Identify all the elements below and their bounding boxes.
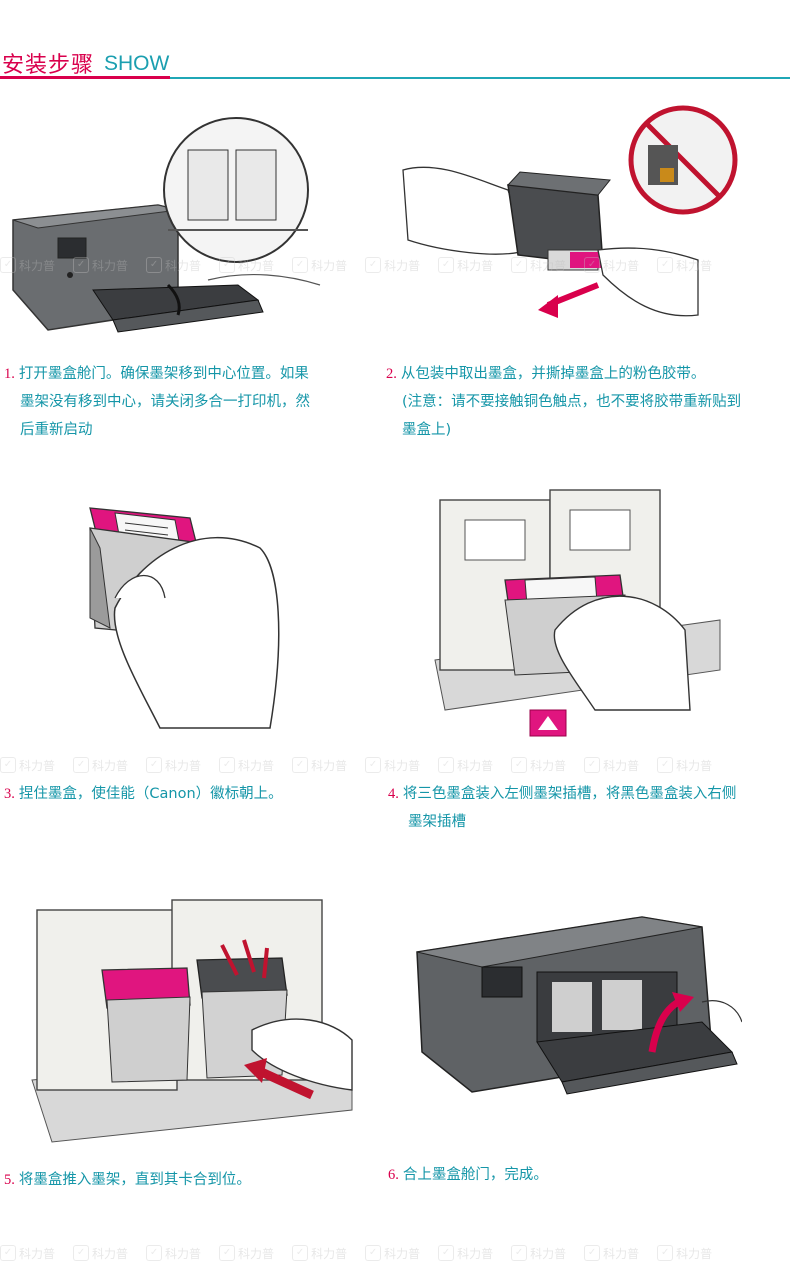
watermark: ✓科力普 — [657, 754, 712, 776]
leaf-logo-icon: ✓ — [365, 1245, 382, 1261]
watermark-row: ✓科力普 ✓科力普 ✓科力普 ✓科力普 ✓科力普 ✓科力普 ✓科力普 ✓科力普 … — [0, 754, 790, 776]
leaf-logo-icon: ✓ — [219, 1245, 236, 1261]
watermark: ✓科力普 — [219, 254, 274, 276]
watermark: ✓科力普 — [657, 254, 712, 276]
step-caption-2: 2.从包装中取出墨盒，并撕掉墨盒上的粉色胶带。 (注意：请不要接触铜色触点，也不… — [386, 360, 786, 444]
watermark: ✓科力普 — [73, 254, 128, 276]
watermark: ✓科力普 — [584, 754, 639, 776]
watermark: ✓科力普 — [219, 1242, 274, 1264]
watermark: ✓科力普 — [292, 1242, 347, 1264]
leaf-logo-icon: ✓ — [292, 757, 309, 773]
watermark: ✓科力普 — [292, 754, 347, 776]
step-caption-6: 6.合上墨盒舱门，完成。 — [388, 1161, 786, 1189]
watermark: ✓科力普 — [73, 754, 128, 776]
leaf-logo-icon: ✓ — [146, 757, 163, 773]
header-accent-rule — [0, 76, 170, 79]
section-title-en: SHOW — [104, 52, 170, 75]
leaf-logo-icon: ✓ — [365, 757, 382, 773]
watermark: ✓科力普 — [146, 1242, 201, 1264]
leaf-logo-icon: ✓ — [0, 257, 16, 273]
step4-illustration — [425, 480, 725, 745]
leaf-logo-icon: ✓ — [219, 757, 236, 773]
section-header: 安装步骤 SHOW — [0, 0, 790, 82]
header-divider — [0, 77, 790, 79]
watermark: ✓科力普 — [511, 1242, 566, 1264]
step-line: 1.打开墨盒舱门。确保墨架移到中心位置。如果 — [4, 366, 309, 382]
step-number: 1. — [4, 366, 15, 382]
leaf-logo-icon: ✓ — [292, 257, 309, 273]
step-number: 6. — [388, 1167, 399, 1183]
step-line: 墨盒上) — [402, 422, 452, 438]
watermark: ✓科力普 — [292, 254, 347, 276]
leaf-logo-icon: ✓ — [584, 757, 601, 773]
leaf-logo-icon: ✓ — [657, 1245, 674, 1261]
watermark: ✓科力普 — [73, 1242, 128, 1264]
watermark: ✓科力普 — [584, 1242, 639, 1264]
step-number: 3. — [4, 786, 15, 802]
leaf-logo-icon: ✓ — [438, 1245, 455, 1261]
step-caption-4: 4.将三色墨盒装入左侧墨架插槽，将黑色墨盒装入右侧 墨架插槽 — [388, 780, 786, 836]
watermark-row: ✓科力普 ✓科力普 ✓科力普 ✓科力普 ✓科力普 ✓科力普 ✓科力普 ✓科力普 … — [0, 254, 790, 276]
watermark: ✓科力普 — [438, 254, 493, 276]
step-caption-3: 3.捏住墨盒，使佳能（Canon）徽标朝上。 — [4, 780, 374, 808]
step-number: 4. — [388, 786, 399, 802]
watermark: ✓科力普 — [438, 1242, 493, 1264]
leaf-logo-icon: ✓ — [146, 1245, 163, 1261]
leaf-logo-icon: ✓ — [657, 257, 674, 273]
step-line: 6.合上墨盒舱门，完成。 — [388, 1167, 548, 1183]
watermark: ✓科力普 — [365, 754, 420, 776]
watermark: ✓科力普 — [584, 254, 639, 276]
watermark: ✓科力普 — [365, 1242, 420, 1264]
leaf-logo-icon: ✓ — [584, 257, 601, 273]
step-line: 2.从包装中取出墨盒，并撕掉墨盒上的粉色胶带。 — [386, 366, 706, 382]
leaf-logo-icon: ✓ — [584, 1245, 601, 1261]
watermark: ✓科力普 — [146, 754, 201, 776]
leaf-logo-icon: ✓ — [219, 257, 236, 273]
step-line: (注意：请不要接触铜色触点，也不要将胶带重新贴到 — [402, 394, 742, 410]
leaf-logo-icon: ✓ — [438, 257, 455, 273]
watermark: ✓科力普 — [0, 254, 55, 276]
leaf-logo-icon: ✓ — [438, 757, 455, 773]
watermark: ✓科力普 — [0, 754, 55, 776]
step-line: 3.捏住墨盒，使佳能（Canon）徽标朝上。 — [4, 786, 283, 802]
watermark: ✓科力普 — [511, 254, 566, 276]
watermark: ✓科力普 — [438, 754, 493, 776]
step-line: 5.将墨盒推入墨架，直到其卡合到位。 — [4, 1172, 251, 1188]
step5-illustration — [12, 880, 357, 1150]
leaf-logo-icon: ✓ — [0, 757, 16, 773]
leaf-logo-icon: ✓ — [292, 1245, 309, 1261]
leaf-logo-icon: ✓ — [73, 1245, 90, 1261]
watermark: ✓科力普 — [365, 254, 420, 276]
leaf-logo-icon: ✓ — [73, 757, 90, 773]
leaf-logo-icon: ✓ — [511, 1245, 528, 1261]
leaf-logo-icon: ✓ — [73, 257, 90, 273]
step1-illustration — [8, 100, 328, 340]
step6-illustration — [412, 912, 742, 1112]
watermark: ✓科力普 — [219, 754, 274, 776]
step-line: 4.将三色墨盒装入左侧墨架插槽，将黑色墨盒装入右侧 — [388, 786, 737, 802]
step-line: 墨架没有移到中心，请关闭多合一打印机，然 — [20, 394, 310, 410]
leaf-logo-icon: ✓ — [365, 257, 382, 273]
watermark: ✓科力普 — [146, 254, 201, 276]
step-number: 5. — [4, 1172, 15, 1188]
leaf-logo-icon: ✓ — [511, 257, 528, 273]
watermark: ✓科力普 — [657, 1242, 712, 1264]
section-title: 安装步骤 — [2, 53, 95, 78]
step-caption-1: 1.打开墨盒舱门。确保墨架移到中心位置。如果 墨架没有移到中心，请关闭多合一打印… — [4, 360, 374, 444]
step-number: 2. — [386, 366, 397, 382]
step3-illustration — [80, 488, 290, 738]
step-line: 墨架插槽 — [408, 814, 466, 830]
watermark: ✓科力普 — [511, 754, 566, 776]
leaf-logo-icon: ✓ — [657, 757, 674, 773]
watermark: ✓科力普 — [0, 1242, 55, 1264]
leaf-logo-icon: ✓ — [511, 757, 528, 773]
leaf-logo-icon: ✓ — [146, 257, 163, 273]
step-line: 后重新启动 — [20, 422, 93, 438]
leaf-logo-icon: ✓ — [0, 1245, 16, 1261]
step2-illustration — [398, 100, 738, 345]
step-caption-5: 5.将墨盒推入墨架，直到其卡合到位。 — [4, 1166, 374, 1194]
watermark-row: ✓科力普 ✓科力普 ✓科力普 ✓科力普 ✓科力普 ✓科力普 ✓科力普 ✓科力普 … — [0, 1242, 790, 1264]
